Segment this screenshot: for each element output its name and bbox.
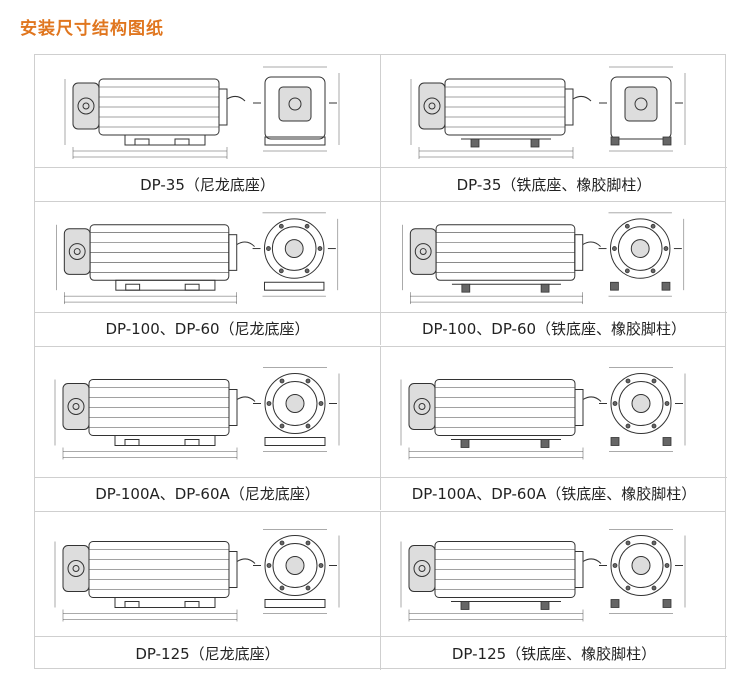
- pump-drawing: [381, 511, 727, 636]
- pump-drawing: [35, 511, 380, 636]
- drawing-cell: DP-100A、DP-60A（尼龙底座）: [35, 346, 381, 510]
- drawing-cell: DP-100、DP-60（尼龙底座）: [35, 201, 381, 345]
- pump-drawing: [381, 201, 727, 312]
- pump-drawing: [35, 55, 380, 167]
- drawing-cell: DP-125（尼龙底座）: [35, 511, 381, 670]
- drawing-caption: DP-125（尼龙底座）: [35, 636, 380, 671]
- drawing-caption: DP-100A、DP-60A（尼龙底座）: [35, 477, 380, 511]
- row-divider: [35, 511, 725, 512]
- drawing-caption: DP-100、DP-60（尼龙底座）: [35, 312, 380, 346]
- drawing-cell: DP-100、DP-60（铁底座、橡胶脚柱）: [381, 201, 727, 345]
- row-divider: [35, 346, 725, 347]
- pump-drawing: [35, 346, 380, 477]
- drawing-caption: DP-35（尼龙底座）: [35, 167, 380, 202]
- pump-drawing: [381, 55, 727, 167]
- page-title: 安装尺寸结构图纸: [20, 19, 164, 39]
- drawing-caption: DP-35（铁底座、橡胶脚柱）: [381, 167, 727, 202]
- drawing-cell: DP-125（铁底座、橡胶脚柱）: [381, 511, 727, 670]
- drawing-cell: DP-35（铁底座、橡胶脚柱）: [381, 55, 727, 201]
- drawing-caption: DP-100、DP-60（铁底座、橡胶脚柱）: [381, 312, 727, 346]
- pump-drawing: [35, 201, 380, 312]
- pump-drawing: [381, 346, 727, 477]
- row-divider: [35, 201, 725, 202]
- drawing-cell: DP-100A、DP-60A（铁底座、橡胶脚柱）: [381, 346, 727, 510]
- drawing-caption: DP-125（铁底座、橡胶脚柱）: [381, 636, 727, 671]
- drawings-grid: DP-35（尼龙底座）DP-35（铁底座、橡胶脚柱） DP-100、DP-60（尼…: [34, 54, 727, 670]
- drawing-caption: DP-100A、DP-60A（铁底座、橡胶脚柱）: [381, 477, 727, 511]
- drawing-cell: DP-35（尼龙底座）: [35, 55, 381, 201]
